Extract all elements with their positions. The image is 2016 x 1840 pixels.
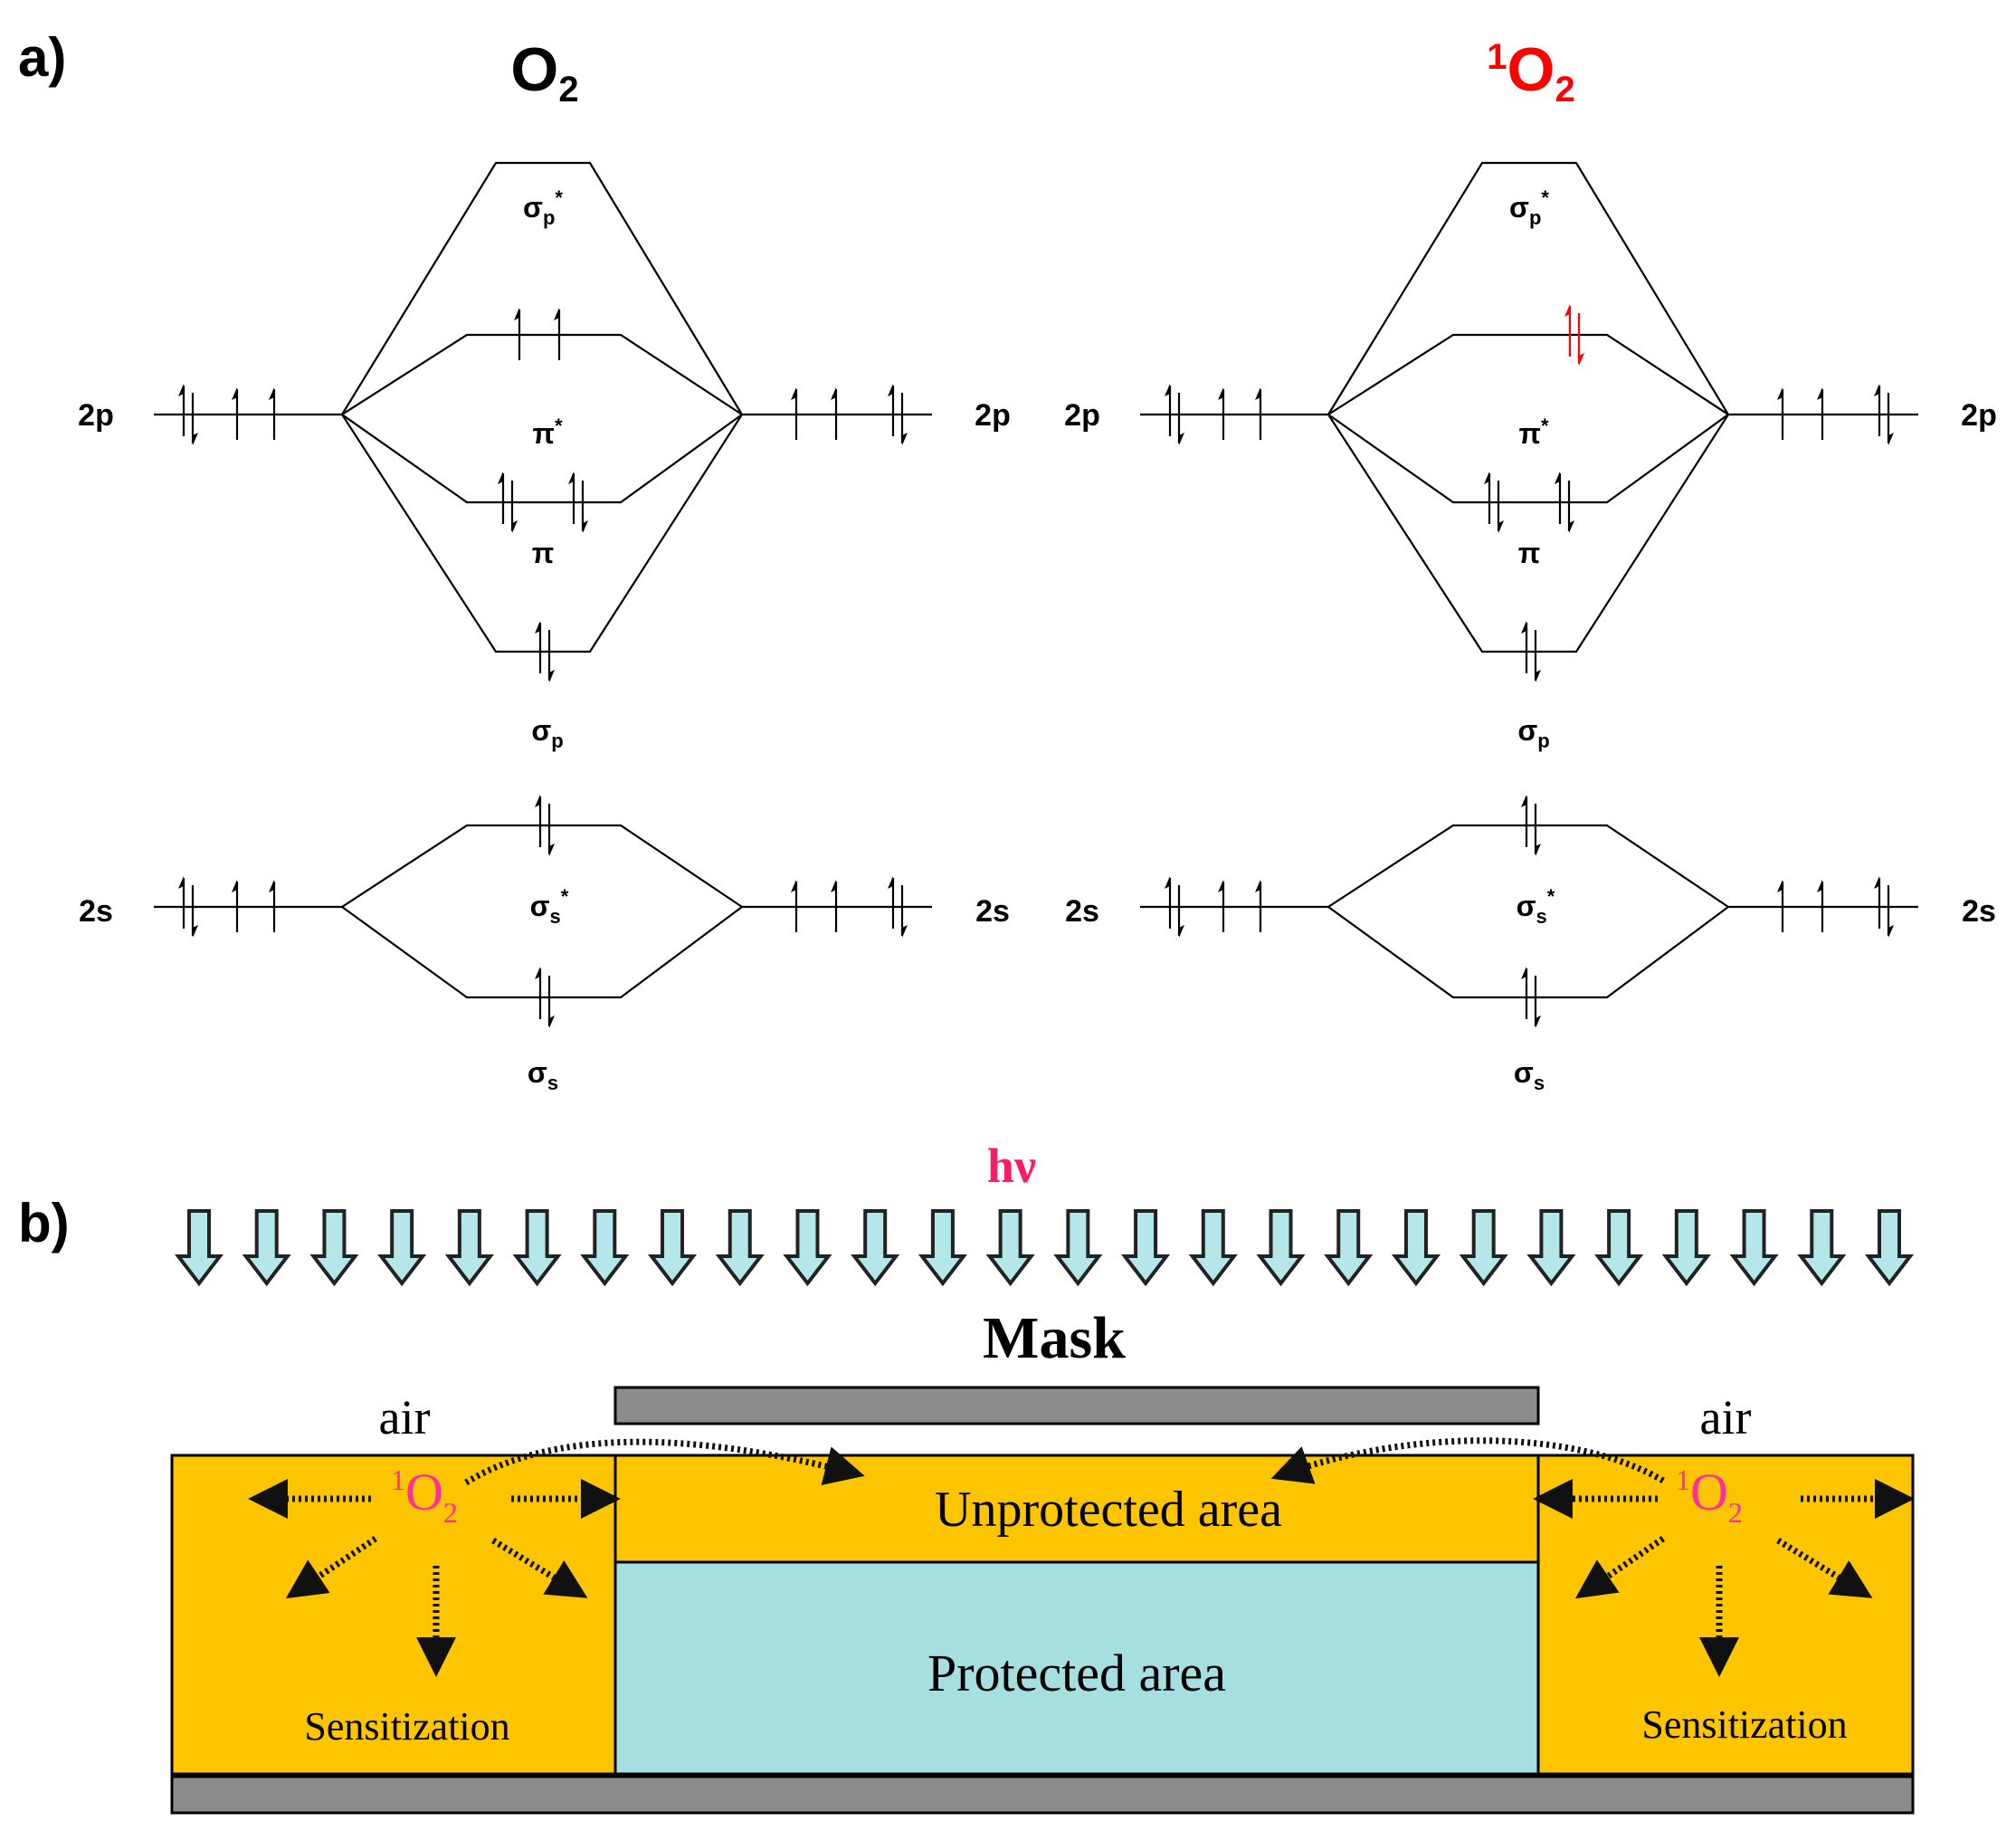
protected-area — [613, 1560, 1540, 1776]
air-label-left: air — [379, 1390, 431, 1444]
diffusion-arrow — [464, 1438, 865, 1486]
light-label: hν — [987, 1139, 1036, 1193]
light-arrow — [1391, 1209, 1441, 1287]
orbital-label-sigma-s: σs — [1514, 1056, 1545, 1094]
light-arrow — [1594, 1209, 1644, 1287]
unprotected-label: Unprotected area — [935, 1482, 1282, 1538]
diffusion-arrow — [1270, 1437, 1665, 1484]
film-right — [1536, 1454, 1915, 1776]
protected-label: Protected area — [927, 1644, 1226, 1702]
light-arrow — [1256, 1209, 1306, 1287]
atomic-label-2s-left: 2s — [1065, 894, 1099, 929]
diffusion-arrow — [491, 1538, 588, 1598]
sensitization-label-right: Sensitization — [1641, 1702, 1847, 1747]
light-arrow — [647, 1209, 698, 1287]
panel-b-label: b) — [18, 1193, 70, 1254]
diagram-title: O2 — [510, 35, 578, 110]
orbital-label-pi: π — [532, 537, 555, 569]
atomic-label-2p-right: 2p — [975, 398, 1011, 433]
orbital-label-sigma-p-star: σp* — [523, 186, 563, 229]
orbital-label-sigma-s-star: σs* — [1517, 885, 1555, 928]
singlet-oxygen-right: 1O2 — [1676, 1463, 1743, 1529]
air-label-right: air — [1700, 1390, 1752, 1444]
light-arrow — [444, 1209, 494, 1287]
orbital-label-sigma-p: σp — [1517, 714, 1549, 752]
atomic-label-2s-right: 2s — [975, 894, 1010, 929]
film-left — [170, 1454, 617, 1776]
orbital-label-pi: π — [1518, 537, 1541, 569]
mask-label: Mask — [983, 1305, 1126, 1371]
light-arrow — [851, 1209, 900, 1287]
light-arrow — [1121, 1209, 1171, 1287]
panel-a-label: a) — [18, 27, 66, 88]
atomic-label-2s-left: 2s — [79, 894, 113, 929]
light-arrow — [1053, 1209, 1103, 1287]
light-arrow — [918, 1209, 967, 1287]
mask-bar — [613, 1386, 1540, 1425]
light-arrow — [309, 1209, 359, 1287]
orbital-label-sigma-s: σs — [528, 1056, 558, 1094]
light-arrow — [580, 1209, 630, 1287]
singlet-oxygen-left: 1O2 — [391, 1463, 458, 1529]
light-arrow — [1661, 1209, 1711, 1287]
atomic-label-2p-left: 2p — [78, 398, 114, 433]
mo-diagram-o2: O2 2p 2p 2s 2s σp* π* π σp σs* σs — [78, 35, 1011, 1094]
atomic-label-2p-right: 2p — [1961, 398, 1997, 433]
light-arrow — [1797, 1209, 1847, 1287]
light-arrow — [174, 1209, 224, 1287]
sensitization-label-left: Sensitization — [304, 1704, 509, 1749]
light-arrow — [1864, 1209, 1915, 1287]
atomic-label-2p-left: 2p — [1064, 398, 1100, 433]
diagram-title: 1O2 — [1487, 35, 1574, 110]
light-arrow — [783, 1209, 832, 1287]
light-arrow — [715, 1209, 765, 1287]
orbital-label-pi-star: π* — [1518, 415, 1549, 450]
orbital-label-sigma-s-star: σs* — [530, 885, 569, 928]
light-arrows — [174, 1209, 1915, 1287]
light-arrow — [1459, 1209, 1508, 1287]
light-arrow — [377, 1209, 427, 1287]
light-arrow — [1729, 1209, 1779, 1287]
diffusion-arrow — [1776, 1538, 1873, 1598]
orbital-label-sigma-p: σp — [531, 714, 563, 752]
light-arrow — [1188, 1209, 1238, 1287]
mo-diagram-singlet-o2: 1O2 2p 2p 2s 2s σp* π* π σp σs* σs — [1064, 35, 1997, 1094]
light-arrow — [1324, 1209, 1374, 1287]
orbital-label-sigma-p-star: σp* — [1509, 186, 1549, 229]
substrate-bar — [170, 1775, 1915, 1815]
light-arrow — [985, 1209, 1035, 1287]
light-arrow — [242, 1209, 291, 1287]
atomic-label-2s-right: 2s — [1962, 894, 1996, 929]
orbital-label-pi-star: π* — [532, 415, 563, 450]
light-arrow — [512, 1209, 562, 1287]
light-arrow — [1526, 1209, 1576, 1287]
diffusion-arrows — [248, 1437, 1915, 1677]
